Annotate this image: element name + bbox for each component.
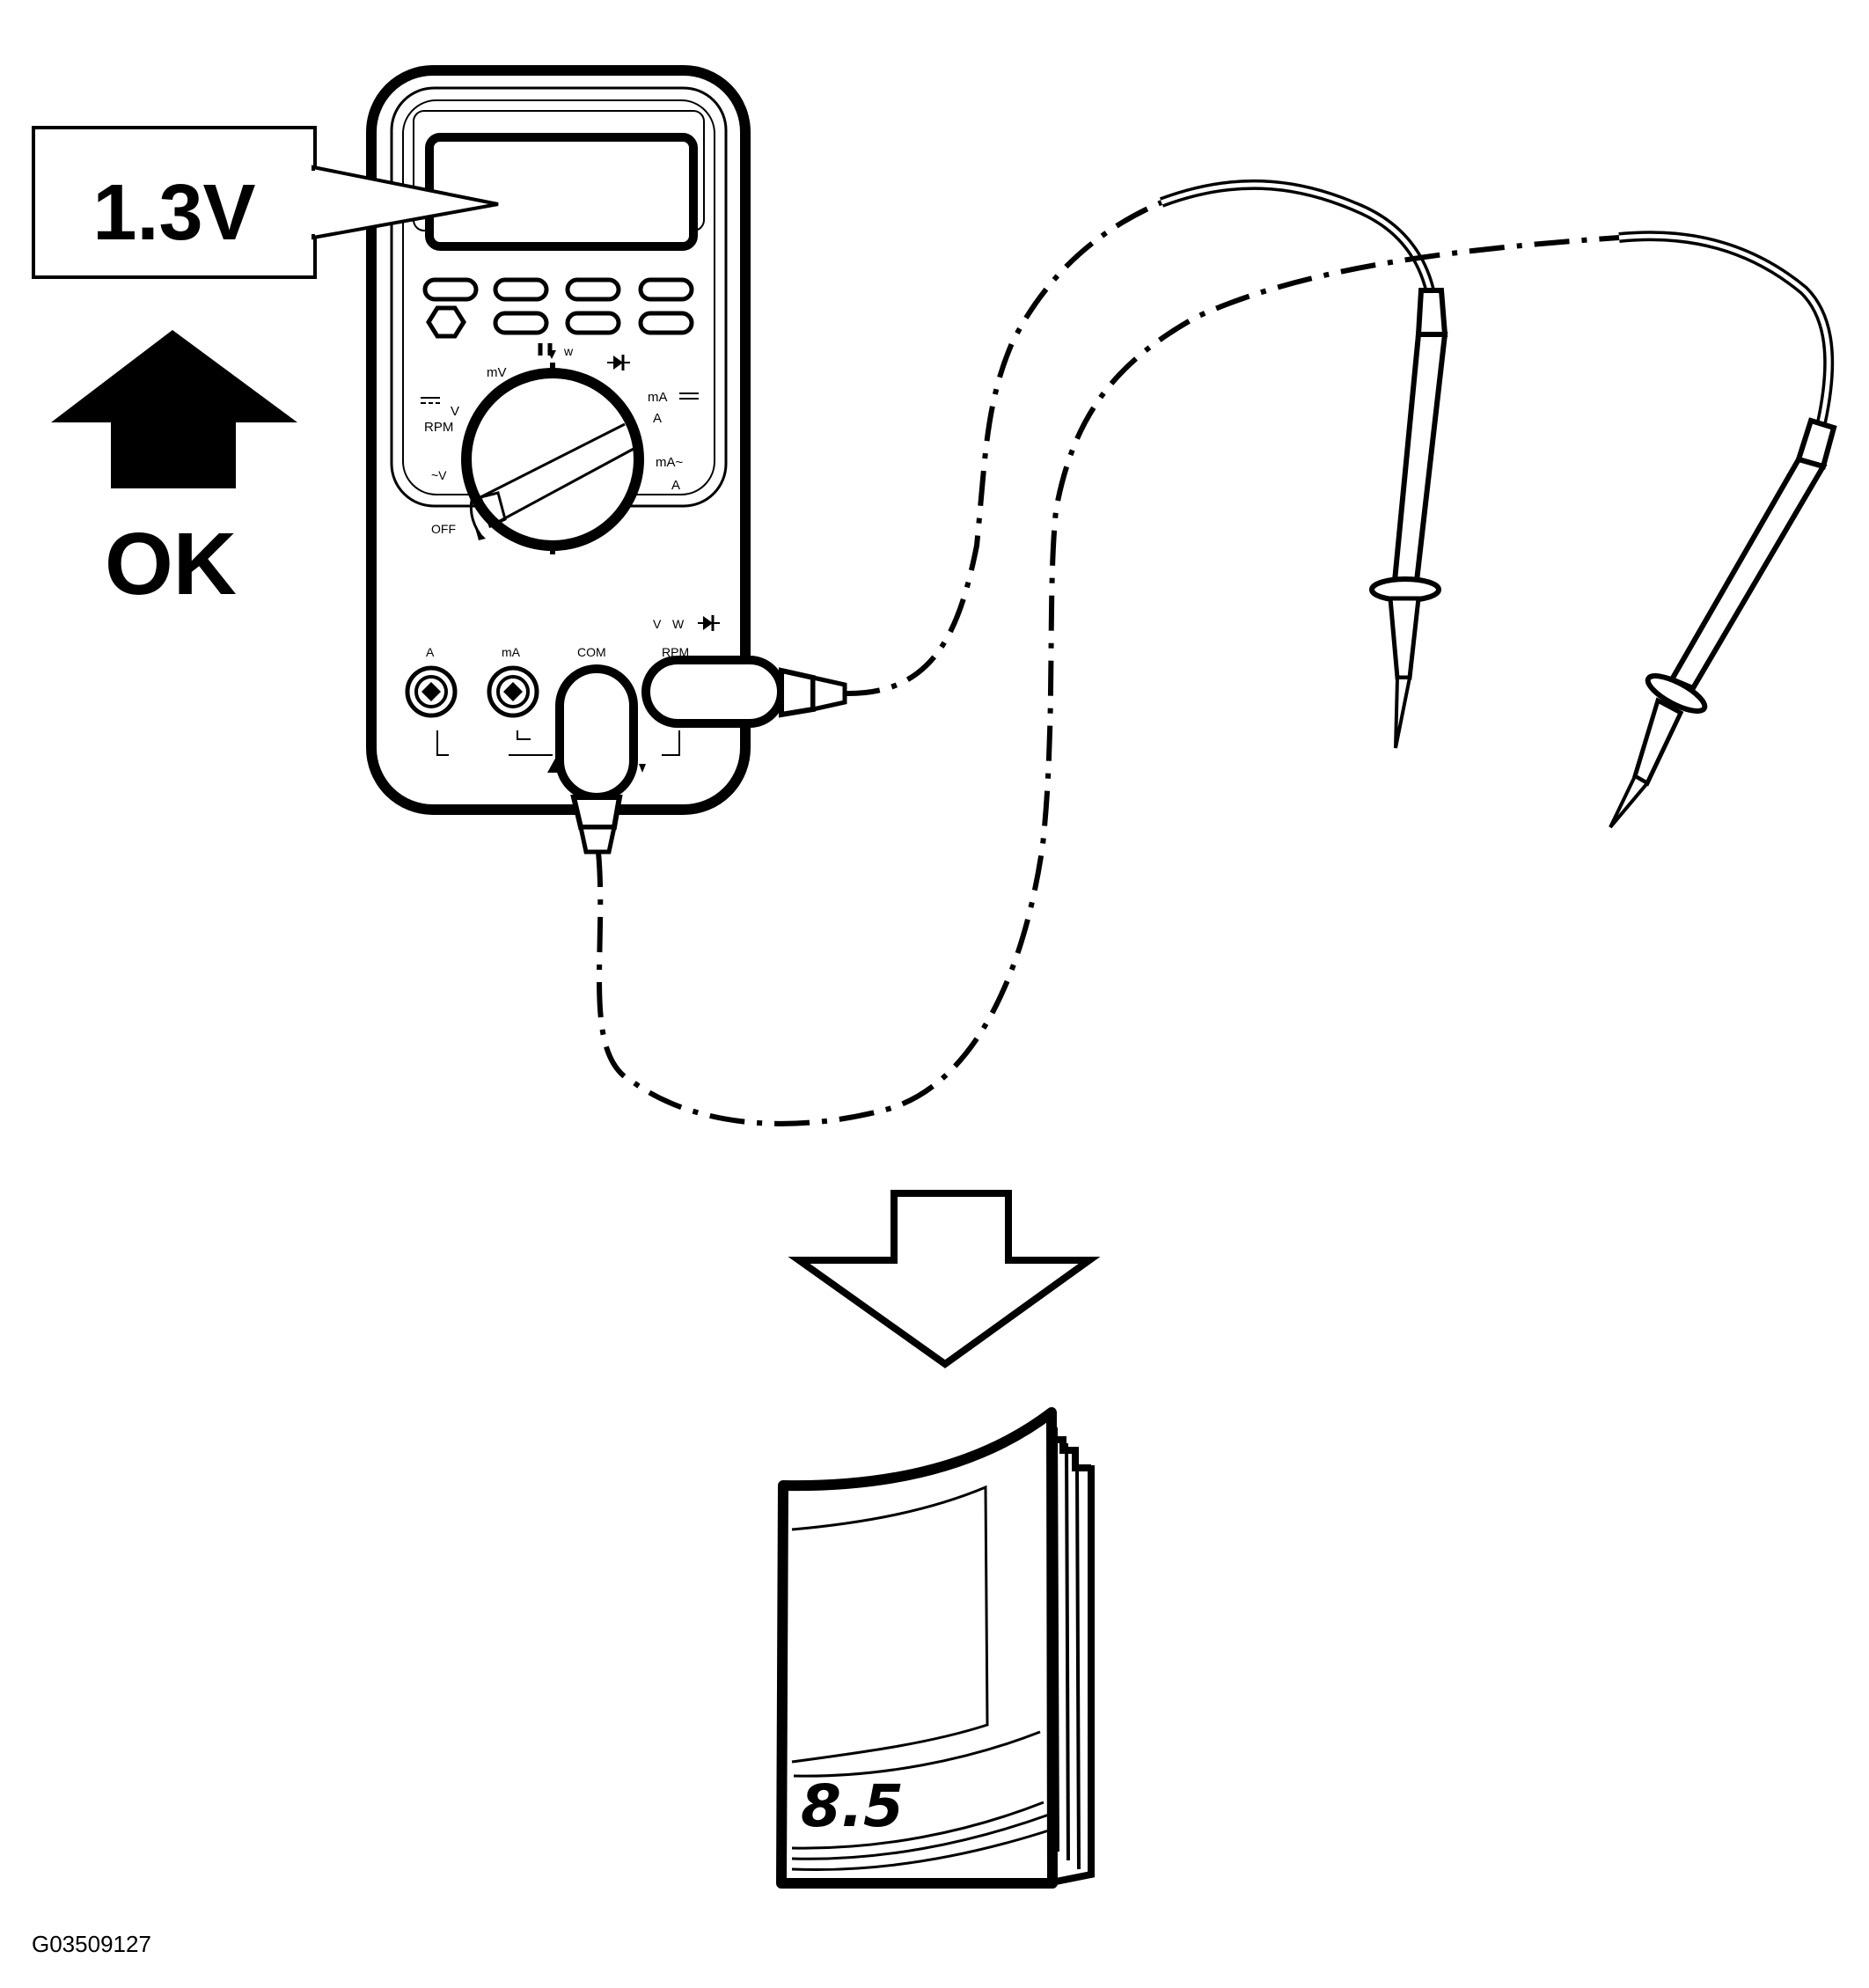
meter-buttons (422, 277, 694, 339)
com-lead-plug (555, 664, 638, 855)
meter-button[interactable] (638, 277, 694, 302)
meter-button[interactable] (638, 311, 694, 335)
meter-button[interactable] (422, 277, 479, 302)
jack-label-a: A (426, 645, 435, 659)
dc-symbol-icon (679, 392, 699, 400)
service-manual-book: 8.5 (776, 1407, 1095, 1889)
ok-label: OK (105, 515, 237, 613)
meter-button[interactable] (565, 311, 621, 335)
dial-label-v: V (451, 404, 459, 419)
dial-label-rpm: RPM (424, 420, 453, 435)
dial-label-ac-v: ~V (431, 468, 447, 482)
jack-label-ohm: W (672, 617, 685, 631)
reading-callout-box (32, 126, 317, 279)
reading-callout: 1.3V (32, 126, 499, 279)
dial-label-a-ac: A (671, 478, 680, 493)
jack-label-v: V (653, 617, 662, 631)
continuity-icon (538, 343, 556, 359)
ok-indicator: OK (51, 330, 297, 613)
jack-a[interactable] (405, 665, 458, 718)
meter-button[interactable] (493, 277, 549, 302)
dial-label-ma-dc: mA (648, 390, 668, 405)
jack-label-ma: mA (502, 645, 521, 659)
dial-label-mv: mV (487, 365, 507, 380)
multimeter: mV w V RPM ~V OFF mA (366, 65, 751, 815)
meter-hold-button[interactable] (426, 305, 466, 339)
dial-label-a-dc: A (653, 411, 662, 426)
com-lead-cable (596, 235, 1620, 1126)
dial-label-ma-ac: mA~ (656, 455, 684, 470)
v-lead-plug (641, 656, 847, 728)
jack-label-com: COM (577, 645, 606, 659)
input-jacks: A mA COM V W RPM (405, 615, 720, 773)
meter-button[interactable] (565, 277, 621, 302)
meter-display (425, 133, 698, 251)
test-leads (555, 179, 1837, 1126)
diode-icon (607, 355, 630, 370)
manual-section-number: 8.5 (801, 1772, 904, 1840)
figure-id: G03509127 (32, 1931, 151, 1957)
v-lead-cable (844, 200, 1163, 697)
jack-ma[interactable] (487, 665, 539, 718)
rotary-selector[interactable] (461, 363, 644, 554)
meter-button[interactable] (493, 311, 549, 335)
up-arrow-icon (51, 330, 297, 488)
test-probe-2 (1609, 417, 1837, 829)
dial-labels: mV w V RPM ~V OFF mA (421, 343, 699, 536)
diode-icon (698, 615, 720, 631)
test-probe-1 (1369, 288, 1448, 749)
dial-label-ohm: w (563, 344, 574, 358)
reading-value: 1.3V (92, 169, 255, 257)
dc-symbol-icon (421, 397, 440, 404)
down-arrow-icon (788, 1190, 1101, 1368)
dial-label-off: OFF (431, 522, 456, 536)
